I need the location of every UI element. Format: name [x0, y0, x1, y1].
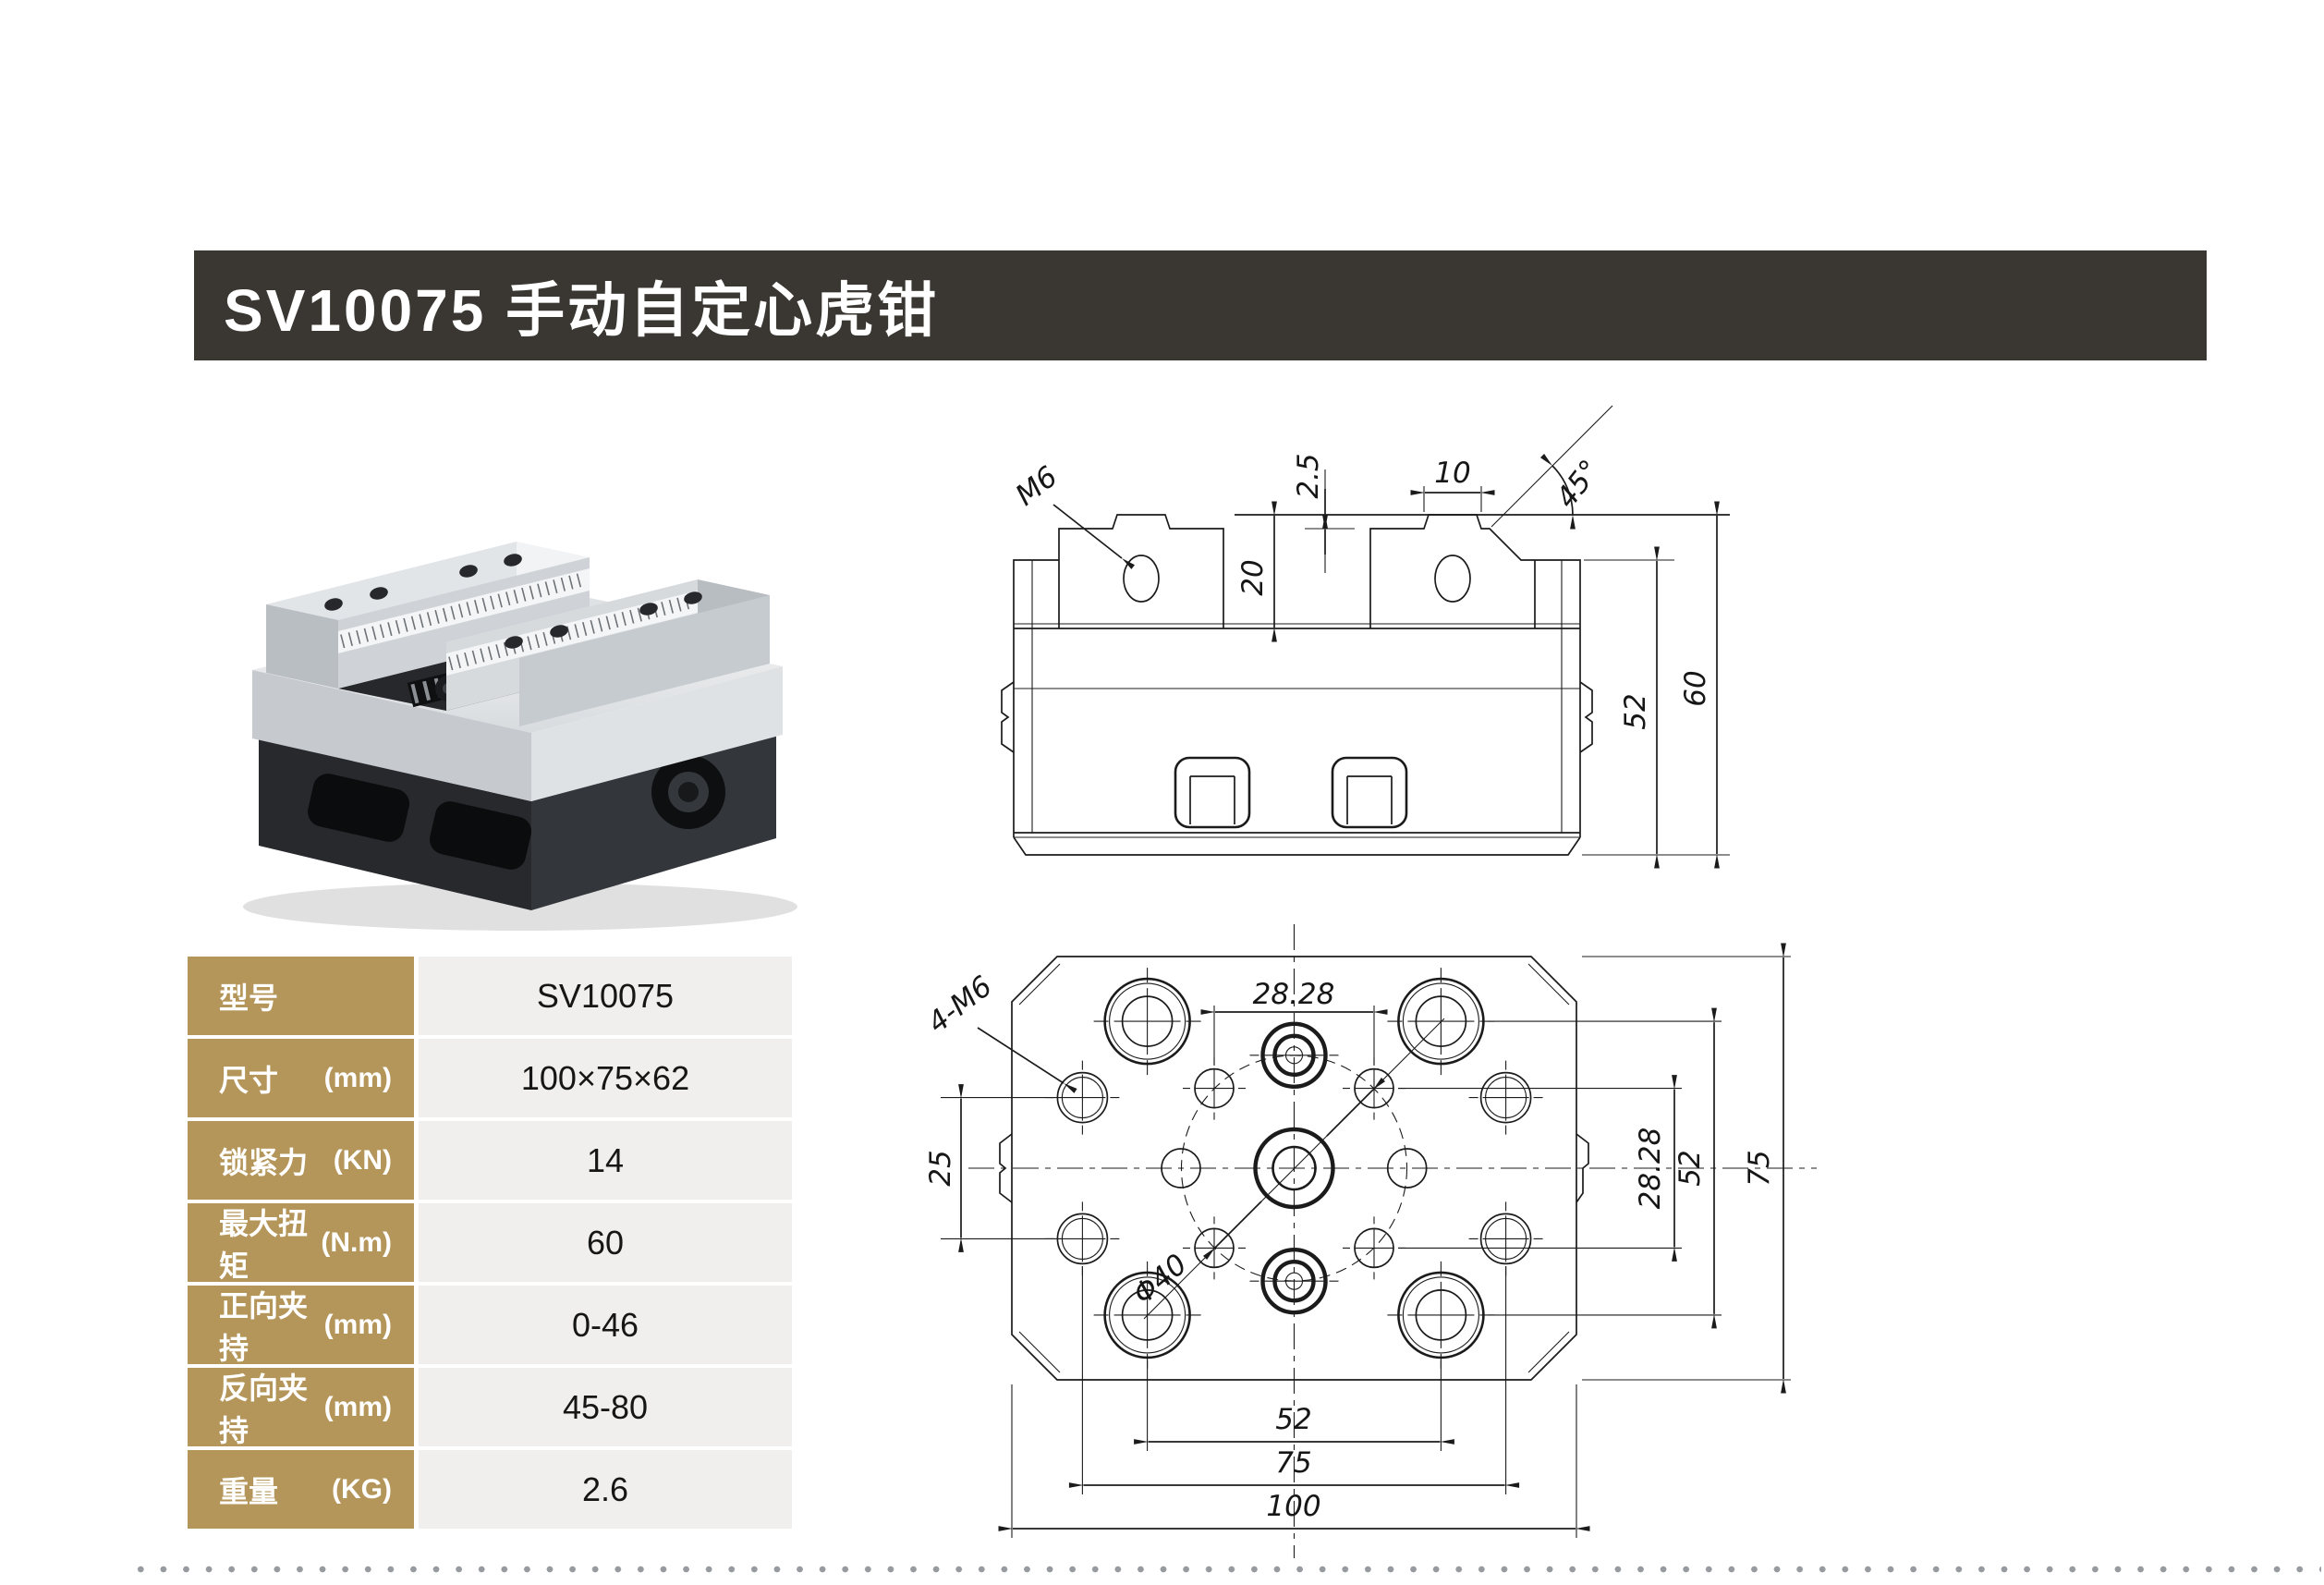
dim-right-outer: 75 [1743, 1150, 1776, 1186]
dim-bolt-circle: Φ40 [1127, 1248, 1194, 1311]
dim-bottom-mid: 75 [1275, 1446, 1311, 1480]
table-row: 型号 SV10075 [188, 957, 792, 1035]
spec-label: 型号 [219, 981, 279, 1015]
spec-unit: (mm) [323, 1062, 392, 1093]
dim-chamfer-angle: 45° [1550, 454, 1607, 514]
dim-body-height: 52 [1619, 693, 1652, 729]
table-row: 重量 (KG) 2.6 [188, 1450, 792, 1529]
spec-label-cell: 最大扭矩 (N.m) [188, 1203, 414, 1283]
table-row: 反向夹持 (mm) 45-80 [188, 1368, 792, 1447]
spec-label: 尺寸 [219, 1063, 279, 1097]
spec-label: 正向夹持 [219, 1288, 309, 1365]
spec-label: 重量 [219, 1474, 279, 1508]
title-bar: SV10075 手动自定心虎钳 [194, 250, 2207, 360]
spec-label: 反向夹持 [219, 1371, 309, 1447]
spec-table: 型号 SV10075 尺寸 (mm) 100×75×62 锁紧力 (KN) 14… [188, 957, 792, 1532]
dim-thread-label: M6 [1009, 460, 1064, 513]
spec-label-cell: 反向夹持 (mm) [188, 1368, 414, 1447]
spec-value: SV10075 [419, 957, 792, 1035]
spec-unit: (mm) [323, 1391, 392, 1422]
dim-right-inner: 28.28 [1634, 1128, 1667, 1210]
dim-overall-height: 60 [1679, 670, 1712, 706]
top-view-part [968, 924, 1817, 1558]
dim-holes-label: 4-M6 [921, 969, 998, 1040]
vise-left-jaw [266, 542, 590, 689]
spec-label-cell: 正向夹持 (mm) [188, 1286, 414, 1365]
product-photo [243, 542, 797, 931]
spec-unit: (N.m) [321, 1226, 392, 1258]
dim-bottom-outer: 100 [1266, 1490, 1320, 1523]
dim-bottom-inner: 52 [1275, 1403, 1311, 1436]
vise-base-black [259, 733, 776, 910]
spec-label-cell: 型号 [188, 957, 414, 1035]
table-row: 尺寸 (mm) 100×75×62 [188, 1039, 792, 1117]
spec-value: 45-80 [419, 1368, 792, 1446]
dim-top-spacing: 28.28 [1253, 978, 1335, 1011]
spec-value: 100×75×62 [419, 1039, 792, 1117]
separator-dots [129, 1564, 2321, 1575]
spec-unit: (KG) [332, 1473, 392, 1505]
spec-value: 60 [419, 1203, 792, 1282]
vise-right-jaw [446, 579, 770, 726]
table-row: 最大扭矩 (N.m) 60 [188, 1203, 792, 1283]
spec-label-cell: 锁紧力 (KN) [188, 1121, 414, 1200]
front-view-drawing: M6 2.5 10 45° 20 52 60 [1001, 405, 1730, 869]
m6-holes [1045, 1060, 1543, 1276]
dim-slot-width: 10 [1434, 457, 1470, 490]
spec-label: 最大扭矩 [219, 1206, 309, 1283]
spec-label-cell: 尺寸 (mm) [188, 1039, 414, 1117]
top-view-drawing: 28.28 4-M6 25 Φ40 28.28 52 [921, 924, 1817, 1558]
dim-left-spacing: 25 [924, 1150, 957, 1186]
spec-unit: (mm) [323, 1309, 392, 1340]
spec-value: 0-46 [419, 1286, 792, 1364]
dim-tab-height: 2.5 [1292, 453, 1325, 498]
center-holes [1249, 1021, 1339, 1315]
dim-right-mid: 52 [1673, 1150, 1707, 1186]
spec-value: 14 [419, 1121, 792, 1200]
page-title: SV10075 手动自定心虎钳 [224, 276, 940, 344]
front-view-dimensions: M6 2.5 10 45° 20 52 60 [1009, 453, 1730, 869]
spec-unit: (KN) [333, 1144, 392, 1176]
spec-value: 2.6 [419, 1450, 792, 1529]
spec-label-cell: 重量 (KG) [188, 1450, 414, 1529]
table-row: 锁紧力 (KN) 14 [188, 1121, 792, 1200]
table-row: 正向夹持 (mm) 0-46 [188, 1286, 792, 1365]
dim-jaw-height: 20 [1236, 559, 1270, 595]
front-view-part [1001, 405, 1730, 856]
spec-label: 锁紧力 [219, 1145, 309, 1179]
top-view-dimensions: 28.28 4-M6 25 Φ40 28.28 52 [921, 943, 1791, 1538]
